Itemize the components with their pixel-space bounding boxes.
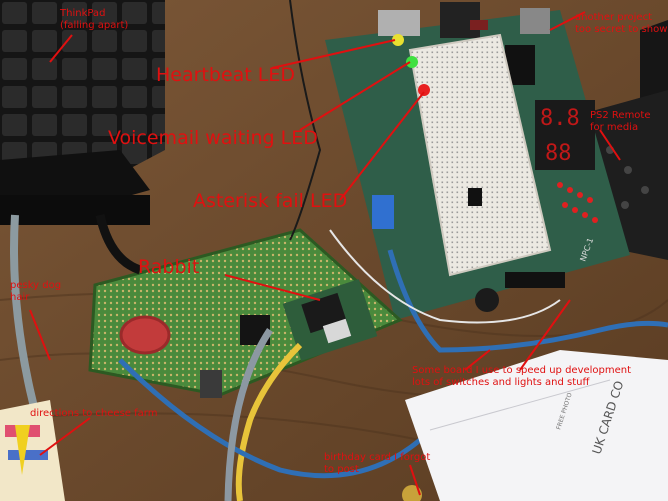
dip-switch bbox=[372, 195, 394, 229]
label-birthday-card: birthday card I forgot to post bbox=[324, 452, 431, 475]
svg-text:8.8: 8.8 bbox=[540, 106, 580, 131]
white-wire bbox=[329, 229, 561, 324]
blue-cable-right bbox=[387, 249, 668, 353]
blue-network-cable bbox=[118, 358, 422, 479]
yellow-cable bbox=[235, 342, 303, 501]
label-voicemail-led: Voicemail waiting LED bbox=[108, 127, 318, 149]
label-another-project: another project too secret to show bbox=[575, 12, 668, 35]
black-wire bbox=[289, 0, 322, 241]
heartbeat-led bbox=[392, 34, 404, 46]
label-heartbeat-led: Heartbeat LED bbox=[156, 64, 295, 86]
led-bar bbox=[557, 182, 598, 223]
birthday-card: UK CARD CO FREE PHOTO bbox=[405, 350, 668, 501]
seven-segment-display bbox=[535, 100, 595, 170]
annotation-arrows bbox=[29, 11, 621, 496]
svg-text:88: 88 bbox=[545, 141, 572, 166]
coin-battery bbox=[119, 315, 171, 355]
label-thinkfast: ThinkPad (falling apart) bbox=[60, 8, 129, 31]
grey-cable-2 bbox=[224, 328, 273, 501]
laptop bbox=[0, 0, 165, 225]
asterisk-fail-led bbox=[418, 84, 430, 96]
label-ps2-remote: PS2 Remote for media bbox=[590, 110, 651, 133]
label-pesky-dog-hair: pesky dog hair bbox=[10, 280, 62, 303]
label-some-board: Some board I use to speed up development… bbox=[412, 365, 632, 388]
secret-project-box bbox=[640, 20, 668, 100]
voicemail-led bbox=[406, 56, 418, 68]
directions-card bbox=[0, 400, 65, 501]
label-rabbit: Rabbit bbox=[138, 256, 200, 278]
breadboard bbox=[408, 33, 552, 277]
rabbit-protoboard bbox=[88, 228, 403, 398]
label-asterisk-fail-led: Asterisk fail LED bbox=[193, 190, 348, 212]
black-power-cable bbox=[95, 213, 142, 275]
label-directions: directions to cheese farm bbox=[30, 408, 158, 419]
